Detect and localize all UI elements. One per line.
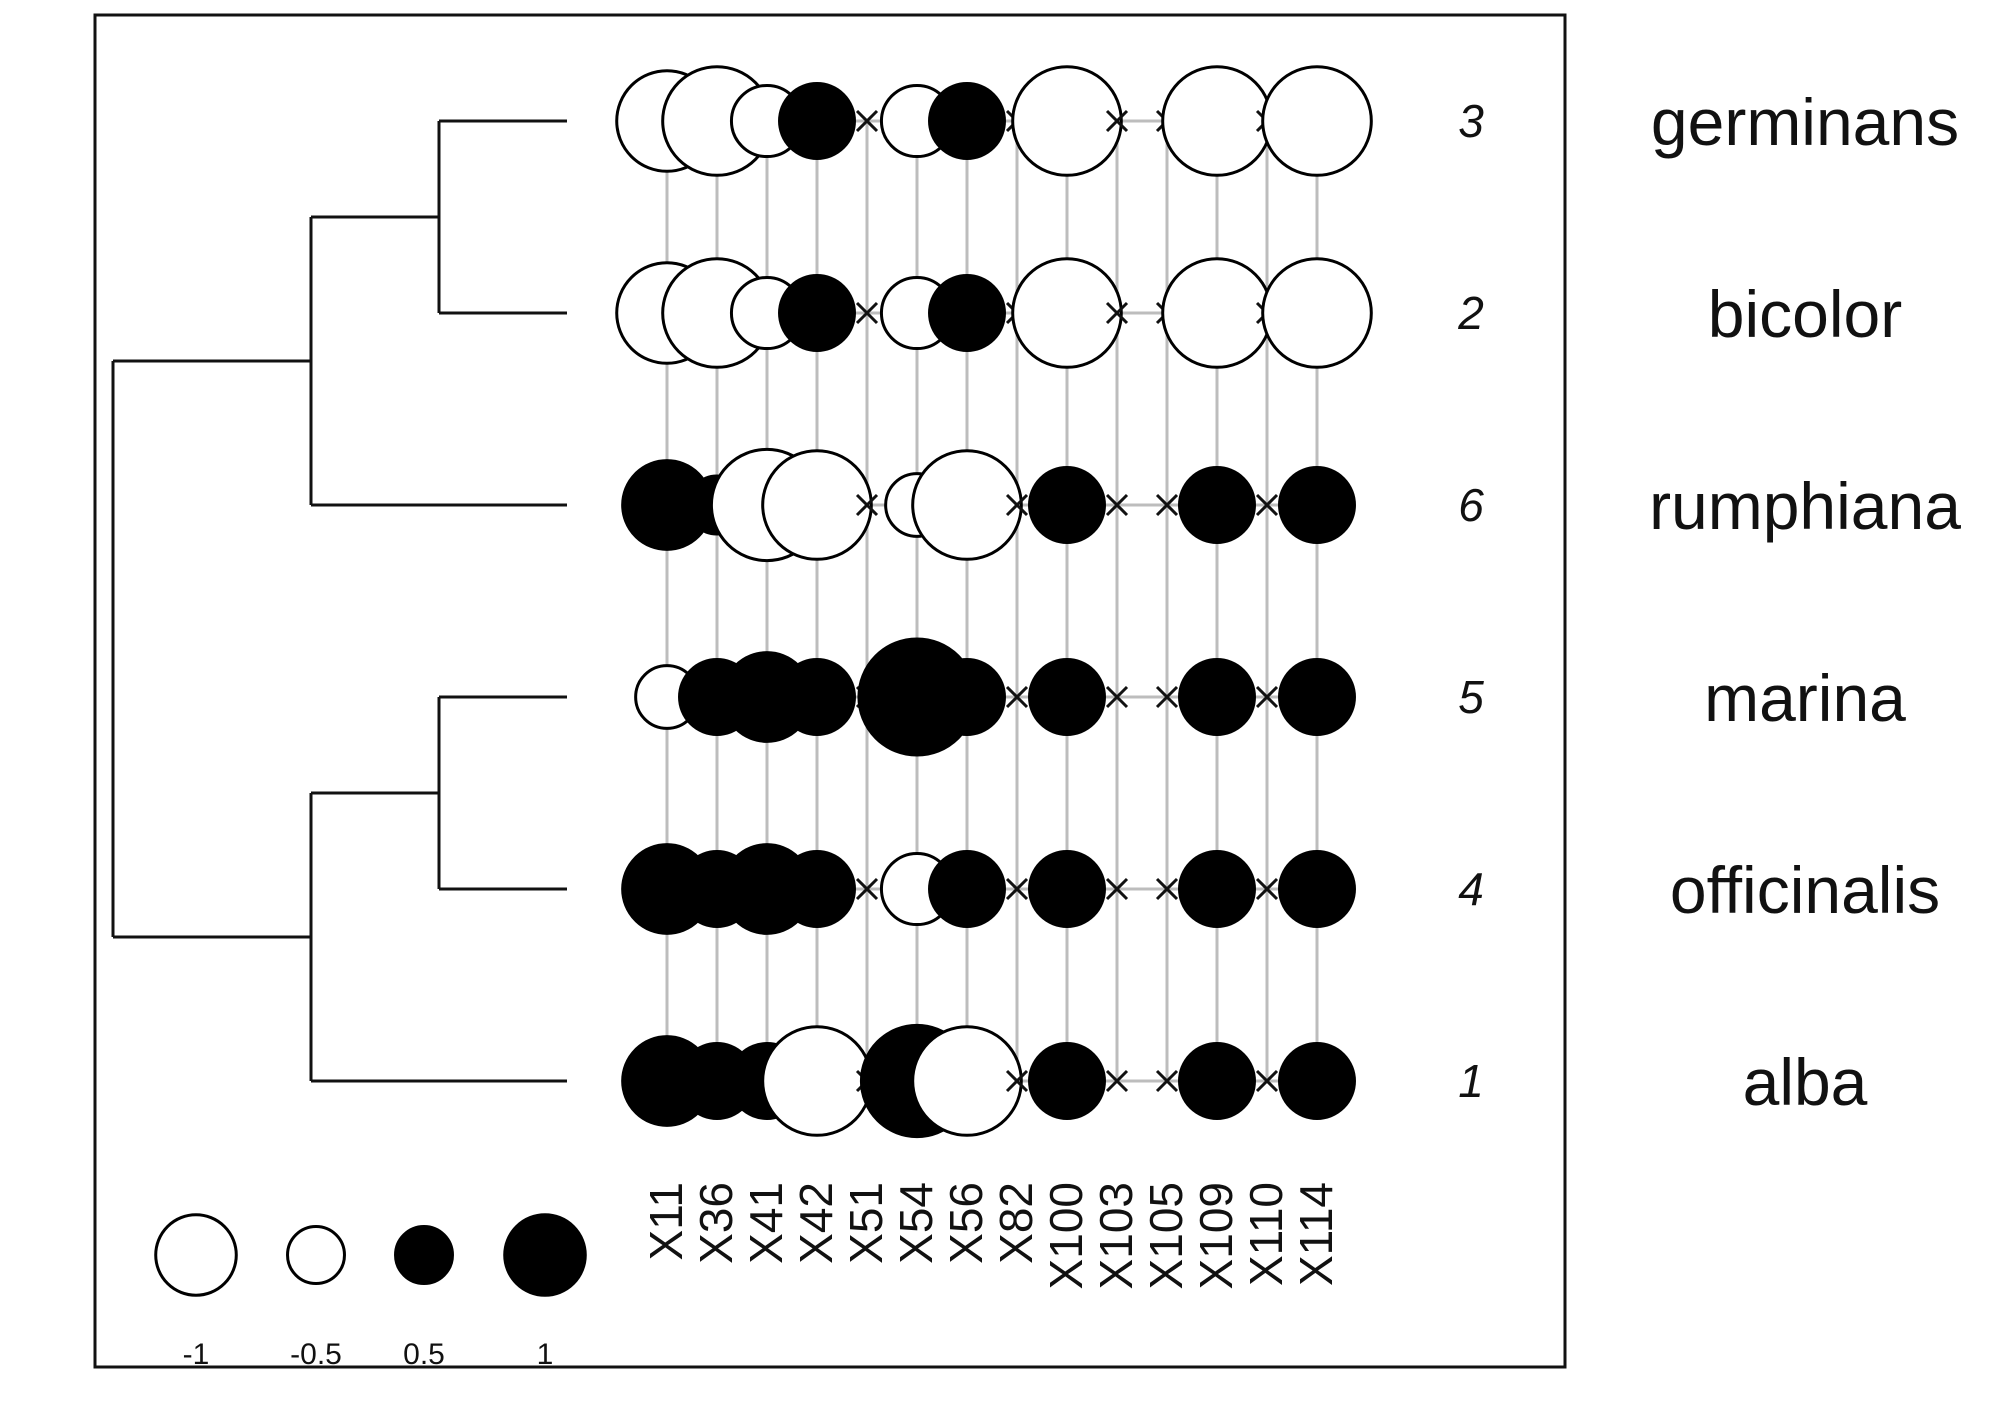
column-label: X105 bbox=[1140, 1182, 1192, 1289]
column-label: X56 bbox=[940, 1182, 992, 1264]
column-label: X82 bbox=[990, 1182, 1042, 1264]
legend-label: 0.5 bbox=[403, 1338, 445, 1371]
column-label: X36 bbox=[690, 1182, 742, 1264]
value-dot bbox=[1011, 65, 1123, 177]
zero-cross-mark bbox=[1005, 877, 1029, 901]
size-legend: -1 -0.5 0.5 1 bbox=[154, 1213, 587, 1371]
zero-cross-mark bbox=[1105, 1069, 1129, 1093]
legend-label: -0.5 bbox=[290, 1338, 342, 1371]
zero-cross-mark bbox=[855, 109, 879, 133]
legend-label: -1 bbox=[183, 1338, 210, 1371]
value-dot bbox=[928, 274, 1006, 352]
value-dot bbox=[1261, 65, 1373, 177]
column-label: X42 bbox=[790, 1182, 842, 1264]
value-dot bbox=[928, 82, 1006, 160]
column-label: X54 bbox=[890, 1182, 942, 1264]
zero-cross-mark bbox=[1105, 109, 1129, 133]
value-dot bbox=[1178, 850, 1256, 928]
species-label: marina bbox=[1704, 661, 1906, 735]
value-dot bbox=[778, 850, 856, 928]
plot-frame bbox=[93, 13, 1567, 1369]
labels: 3 germinans 2 bicolor 6 rumphiana 5 marina 4 offi… bbox=[640, 85, 1961, 1289]
legend-dot bbox=[154, 1213, 238, 1297]
value-dot bbox=[1161, 257, 1273, 369]
species-label: alba bbox=[1743, 1045, 1868, 1119]
value-dot bbox=[778, 658, 856, 736]
value-dot bbox=[1028, 1042, 1106, 1120]
zero-cross-mark bbox=[1155, 493, 1179, 517]
zero-cross-mark bbox=[1105, 493, 1129, 517]
value-dot bbox=[911, 1025, 1023, 1137]
column-label: X109 bbox=[1190, 1182, 1242, 1289]
value-dot bbox=[1278, 466, 1356, 544]
dendrogram bbox=[111, 119, 567, 1083]
column-label: X114 bbox=[1290, 1182, 1342, 1286]
value-dot bbox=[928, 850, 1006, 928]
column-label: X51 bbox=[840, 1182, 892, 1264]
value-dot bbox=[761, 449, 873, 561]
value-dot bbox=[1261, 257, 1373, 369]
species-label: rumphiana bbox=[1649, 469, 1961, 543]
zero-cross-mark bbox=[1255, 877, 1279, 901]
zero-cross-mark bbox=[1155, 685, 1179, 709]
zero-cross-mark bbox=[1155, 1069, 1179, 1093]
column-label: X100 bbox=[1040, 1182, 1092, 1289]
value-dot bbox=[911, 449, 1023, 561]
row-index-label: 6 bbox=[1458, 479, 1484, 531]
zero-cross-mark bbox=[1105, 877, 1129, 901]
zero-cross-mark bbox=[1255, 493, 1279, 517]
value-dot bbox=[778, 82, 856, 160]
value-dot bbox=[1178, 466, 1256, 544]
value-dot bbox=[1028, 466, 1106, 544]
value-dot bbox=[761, 1025, 873, 1137]
legend-dot bbox=[503, 1213, 587, 1297]
zero-cross-mark bbox=[1255, 685, 1279, 709]
legend-dot bbox=[394, 1225, 454, 1285]
value-dot bbox=[1161, 65, 1273, 177]
column-label: X110 bbox=[1240, 1182, 1292, 1286]
zero-cross-mark bbox=[1155, 877, 1179, 901]
value-dot bbox=[1278, 1042, 1356, 1120]
row-index-label: 5 bbox=[1458, 671, 1484, 723]
value-dot bbox=[1178, 658, 1256, 736]
legend-dot bbox=[286, 1225, 346, 1285]
value-dot bbox=[1011, 257, 1123, 369]
column-label: X103 bbox=[1090, 1182, 1142, 1289]
column-label: X11 bbox=[640, 1182, 692, 1260]
row-index-label: 3 bbox=[1458, 95, 1484, 147]
legend-label: 1 bbox=[537, 1338, 554, 1371]
value-dot bbox=[1178, 1042, 1256, 1120]
value-dot bbox=[1278, 658, 1356, 736]
value-dot bbox=[778, 274, 856, 352]
zero-cross-mark bbox=[1105, 301, 1129, 325]
column-label: X41 bbox=[740, 1182, 792, 1264]
zero-cross-mark bbox=[1005, 685, 1029, 709]
species-label: germinans bbox=[1651, 85, 1959, 159]
species-label: officinalis bbox=[1670, 853, 1940, 927]
zero-cross-mark bbox=[855, 301, 879, 325]
species-label: bicolor bbox=[1708, 277, 1902, 351]
zero-cross-mark bbox=[1105, 685, 1129, 709]
value-dot bbox=[1278, 850, 1356, 928]
value-dot bbox=[1028, 658, 1106, 736]
zero-cross-mark bbox=[855, 493, 879, 517]
zero-cross-mark bbox=[1005, 493, 1029, 517]
zero-cross-mark bbox=[1005, 1069, 1029, 1093]
row-index-label: 4 bbox=[1458, 863, 1484, 915]
value-dot bbox=[928, 658, 1006, 736]
row-index-label: 1 bbox=[1458, 1055, 1484, 1107]
value-dot bbox=[1028, 850, 1106, 928]
zero-cross-mark bbox=[1255, 1069, 1279, 1093]
dot-marks bbox=[615, 65, 1373, 1139]
zero-cross-mark bbox=[855, 877, 879, 901]
row-index-label: 2 bbox=[1457, 287, 1484, 339]
